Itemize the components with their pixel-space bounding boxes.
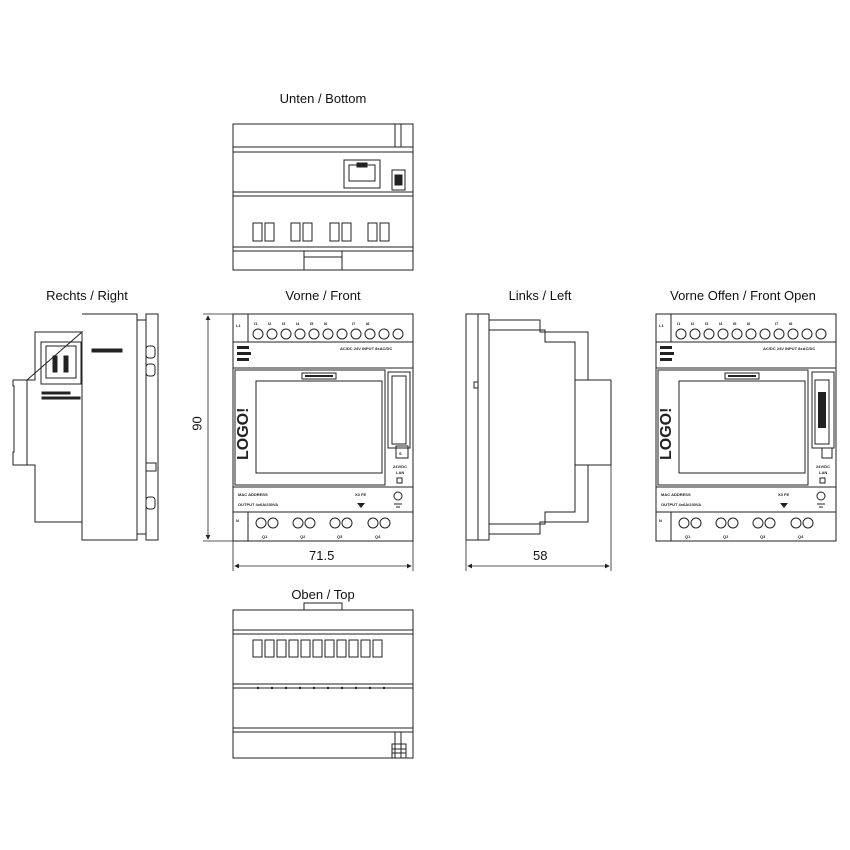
svg-text:I2: I2 xyxy=(268,321,272,326)
svg-text:I7: I7 xyxy=(352,321,356,326)
svg-text:Q2: Q2 xyxy=(723,534,729,539)
svg-text:OUTPUT 4x6A/230VA: OUTPUT 4x6A/230VA xyxy=(238,502,278,507)
svg-text:24V/DC: 24V/DC xyxy=(816,464,830,469)
svg-text:AC/DC 24V INPUT 8xAC/DC: AC/DC 24V INPUT 8xAC/DC xyxy=(340,346,392,351)
svg-text:Q1: Q1 xyxy=(685,534,691,539)
view-title-right: Rechts / Right xyxy=(46,288,128,303)
svg-text:LAN: LAN xyxy=(819,470,827,475)
left-view xyxy=(465,313,612,541)
view-title-front: Vorne / Front xyxy=(285,288,361,303)
bottom-view xyxy=(232,123,414,271)
height-dimension-line xyxy=(203,313,233,542)
svg-text:N: N xyxy=(236,518,239,523)
front-view: L1 I1 I2 I3 I4 I5 I6 I7 I8 AC/DC 24V INP… xyxy=(232,313,414,542)
svg-text:X3 FE: X3 FE xyxy=(355,492,366,497)
svg-text:I1: I1 xyxy=(254,321,258,326)
svg-text:24V/DC: 24V/DC xyxy=(393,464,407,469)
svg-text:I2: I2 xyxy=(691,321,695,326)
svg-text:S: S xyxy=(399,451,402,456)
svg-text:I6: I6 xyxy=(324,321,328,326)
svg-text:X3 FE: X3 FE xyxy=(778,492,789,497)
right-view xyxy=(12,313,159,541)
svg-text:I6: I6 xyxy=(747,321,751,326)
view-title-bottom: Unten / Bottom xyxy=(279,91,367,106)
svg-text:OUTPUT 4x6A/230VA: OUTPUT 4x6A/230VA xyxy=(661,502,701,507)
top-view xyxy=(232,602,414,759)
svg-text:L1: L1 xyxy=(659,323,664,328)
svg-text:N: N xyxy=(659,518,662,523)
svg-text:MAC ADDRESS: MAC ADDRESS xyxy=(661,492,691,497)
dimension-side-depth: 58 xyxy=(533,548,548,563)
svg-text:I5: I5 xyxy=(733,321,737,326)
svg-text:I5: I5 xyxy=(310,321,314,326)
svg-text:Q2: Q2 xyxy=(300,534,306,539)
svg-text:L1: L1 xyxy=(236,323,241,328)
bottom-terminal-blocks xyxy=(252,222,390,242)
svg-text:Q1: Q1 xyxy=(262,534,268,539)
svg-text:I4: I4 xyxy=(719,321,723,326)
front-input-terminals xyxy=(252,328,404,340)
svg-text:MAC ADDRESS: MAC ADDRESS xyxy=(238,492,268,497)
svg-text:I3: I3 xyxy=(282,321,286,326)
svg-text:Q4: Q4 xyxy=(798,534,804,539)
svg-text:LOGO!: LOGO! xyxy=(658,408,675,460)
view-title-top: Oben / Top xyxy=(291,587,355,602)
svg-text:Q3: Q3 xyxy=(337,534,343,539)
svg-text:LAN: LAN xyxy=(396,470,404,475)
svg-text:I1: I1 xyxy=(677,321,681,326)
depth-dimension-line xyxy=(465,465,612,571)
svg-text:I8: I8 xyxy=(789,321,793,326)
svg-text:I7: I7 xyxy=(775,321,779,326)
svg-text:AC/DC 24V INPUT 8xAC/DC: AC/DC 24V INPUT 8xAC/DC xyxy=(763,346,815,351)
front-output-terminals xyxy=(255,517,391,529)
svg-text:LOGO!: LOGO! xyxy=(235,408,252,460)
svg-text:I3: I3 xyxy=(705,321,709,326)
dimension-front-width: 71.5 xyxy=(309,548,335,563)
top-terminal-blocks xyxy=(252,639,383,658)
front-open-view: L1 I1 I2 I3 I4 I5 I6 I7 I8 AC/DC 24V INP… xyxy=(655,313,837,542)
svg-text:Q4: Q4 xyxy=(375,534,381,539)
width-dimension-line xyxy=(232,541,414,571)
view-title-front-open: Vorne Offen / Front Open xyxy=(670,288,816,303)
svg-text:I4: I4 xyxy=(296,321,300,326)
svg-text:I8: I8 xyxy=(366,321,370,326)
view-title-left: Links / Left xyxy=(508,288,572,303)
svg-text:Q3: Q3 xyxy=(760,534,766,539)
